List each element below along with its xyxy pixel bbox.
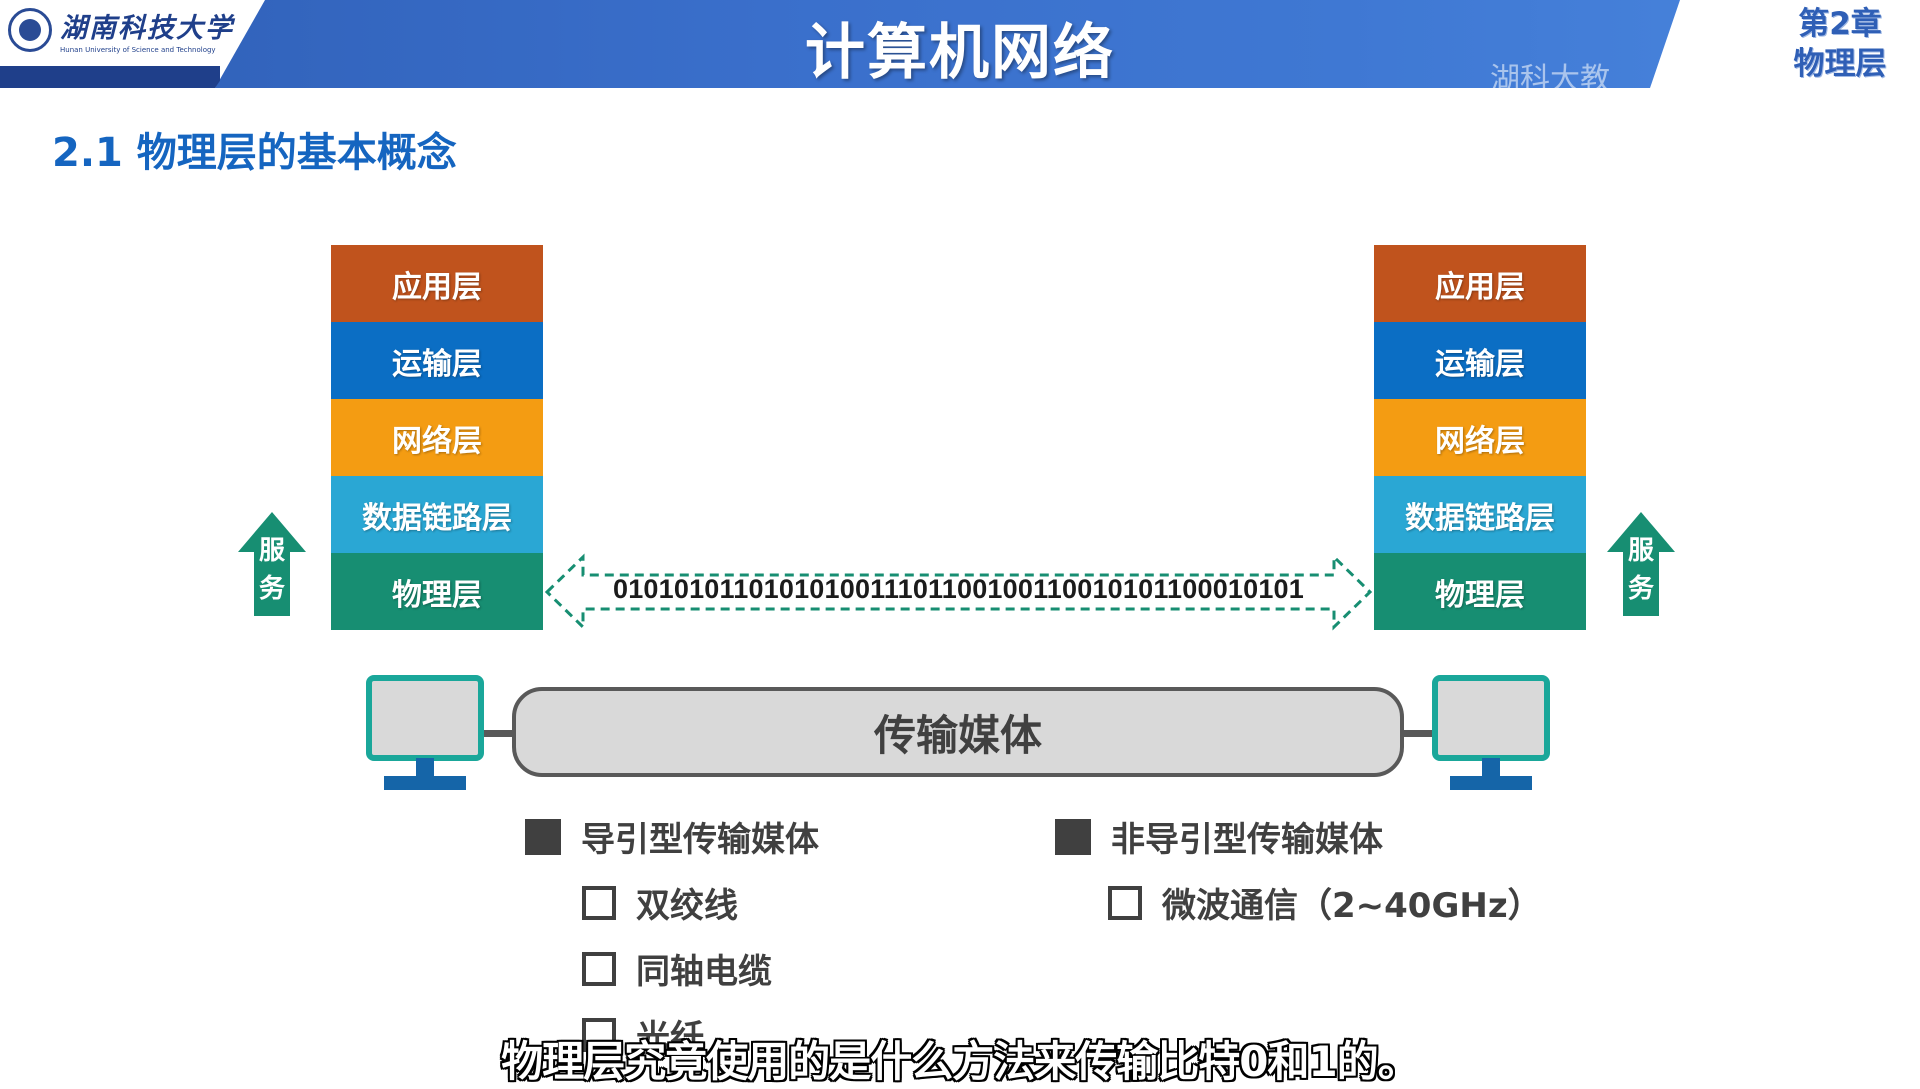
university-name: 湖南科技大学: [60, 13, 234, 44]
section-title: 2.1 物理层的基本概念: [52, 130, 457, 176]
cable-right: [1400, 730, 1434, 737]
up-arrow-icon: [1607, 512, 1675, 616]
guided-media-heading: 导引型传输媒体: [525, 812, 819, 861]
chapter-panel: [1650, 0, 1920, 88]
service-char-1: 服: [258, 536, 285, 566]
computer-left-icon: [366, 675, 484, 790]
watermark: 湖科大教: [1490, 62, 1610, 97]
empty-square-bullet-icon: [582, 885, 616, 920]
unguided-media-heading: 非导引型传输媒体: [1055, 812, 1383, 861]
service-char-2: 务: [1627, 574, 1654, 604]
bit-transfer-double-arrow-icon: [544, 553, 1373, 631]
right-protocol-stack: 应用层 运输层 网络层 数据链路层 物理层: [1374, 245, 1586, 630]
empty-square-bullet-icon: [582, 1017, 616, 1052]
transport-layer: 运输层: [331, 322, 543, 399]
computer-right-icon: [1432, 675, 1550, 790]
optical-fiber-label: 光纤: [636, 1018, 704, 1058]
slide-header: 唯实惟新 至诚致志 湖南科技大学 Hunan University of Sci…: [0, 0, 1920, 97]
data-link-layer: 数据链路层: [1374, 476, 1586, 553]
guided-media-item: 同轴电缆: [582, 944, 772, 993]
university-seal-icon: [8, 8, 52, 52]
chapter-name: 物理层: [1793, 46, 1887, 82]
service-char-1: 服: [1627, 536, 1654, 566]
network-layer: 网络层: [1374, 399, 1586, 476]
unguided-media-item: 微波通信（2~40GHz）: [1108, 878, 1542, 927]
transmission-medium: 传输媒体: [512, 687, 1404, 777]
guided-media-item: 光纤: [582, 1010, 704, 1059]
guided-media-title: 导引型传输媒体: [581, 820, 819, 860]
video-subtitle: 物理层究竟使用的是什么方法来传输比特0和1的。: [501, 1037, 1419, 1086]
filled-square-bullet-icon: [525, 818, 561, 855]
application-layer: 应用层: [331, 245, 543, 322]
cable-left: [482, 730, 516, 737]
transport-layer: 运输层: [1374, 322, 1586, 399]
service-label: 服 务: [1607, 532, 1675, 608]
filled-square-bullet-icon: [1055, 818, 1091, 855]
data-link-layer: 数据链路层: [331, 476, 543, 553]
application-layer: 应用层: [1374, 245, 1586, 322]
chapter-label: 第2章 物理层: [1760, 4, 1920, 84]
unguided-media-title: 非导引型传输媒体: [1111, 820, 1383, 860]
empty-square-bullet-icon: [1108, 885, 1142, 920]
chapter-number: 第2章: [1798, 6, 1882, 42]
left-protocol-stack: 应用层 运输层 网络层 数据链路层 物理层: [331, 245, 543, 630]
service-label: 服 务: [238, 532, 306, 608]
university-english-name: Hunan University of Science and Technolo…: [60, 46, 216, 54]
bit-stream: 0101010110101010011101100100110010101100…: [612, 574, 1304, 604]
network-layer: 网络层: [331, 399, 543, 476]
guided-media-item: 双绞线: [582, 878, 738, 927]
logo-motto-strip: 唯实惟新 至诚致志: [0, 66, 220, 88]
service-char-2: 务: [258, 574, 285, 604]
twisted-pair-label: 双绞线: [636, 886, 738, 926]
header-bar: [0, 0, 1920, 88]
empty-square-bullet-icon: [582, 951, 616, 986]
course-title: 计算机网络: [805, 18, 1115, 88]
coaxial-cable-label: 同轴电缆: [636, 952, 772, 992]
up-arrow-icon: [238, 512, 306, 616]
physical-layer: 物理层: [1374, 553, 1586, 630]
physical-layer: 物理层: [331, 553, 543, 630]
service-arrow-left: 服 务: [238, 512, 306, 616]
microwave-label: 微波通信（2~40GHz）: [1162, 886, 1542, 926]
service-arrow-right: 服 务: [1607, 512, 1675, 616]
